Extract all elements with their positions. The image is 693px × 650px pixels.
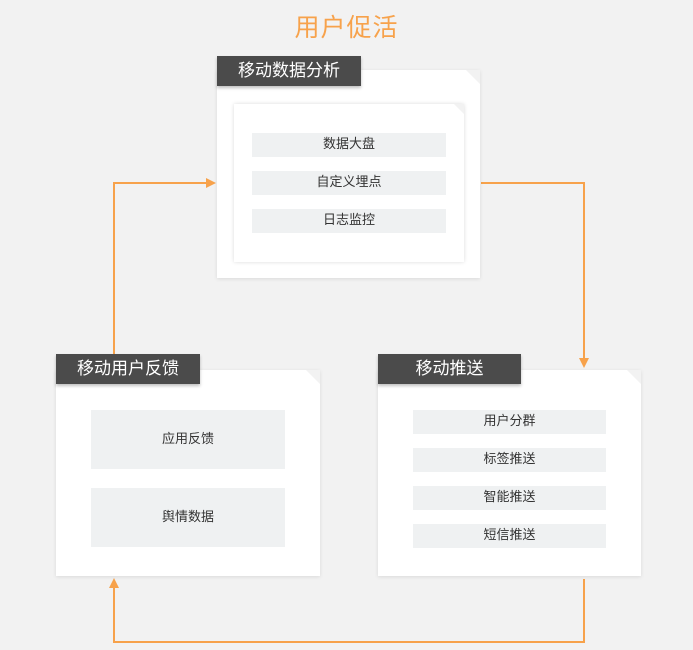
feedback-item-app-feedback[interactable]: 应用反馈 <box>91 410 285 469</box>
push-card: 用户分群 标签推送 智能推送 短信推送 <box>378 370 641 576</box>
arrow-push-to-feedback <box>109 578 585 643</box>
card-corner-fold <box>466 70 480 84</box>
analysis-item-custom-tracking[interactable]: 自定义埋点 <box>252 171 446 195</box>
feedback-item-public-opinion[interactable]: 舆情数据 <box>91 488 285 547</box>
feedback-label: 移动用户反馈 <box>56 354 200 384</box>
push-item-smart-push[interactable]: 智能推送 <box>413 486 606 510</box>
analysis-label: 移动数据分析 <box>217 56 361 86</box>
push-label: 移动推送 <box>378 354 521 384</box>
card-corner-fold <box>454 104 464 114</box>
analysis-inner-card: 数据大盘 自定义埋点 日志监控 <box>234 104 464 262</box>
analysis-item-dashboard[interactable]: 数据大盘 <box>252 133 446 157</box>
card-corner-fold <box>627 370 641 384</box>
analysis-item-log-monitor[interactable]: 日志监控 <box>252 209 446 233</box>
diagram-title: 用户促活 <box>294 13 399 42</box>
push-item-user-segments[interactable]: 用户分群 <box>413 410 606 434</box>
feedback-card: 应用反馈 舆情数据 <box>56 370 320 576</box>
arrow-feedback-to-analysis <box>113 178 216 356</box>
analysis-card: 数据大盘 自定义埋点 日志监控 <box>217 70 480 278</box>
push-item-sms-push[interactable]: 短信推送 <box>413 524 606 548</box>
arrow-analysis-to-push <box>481 182 589 368</box>
push-item-tag-push[interactable]: 标签推送 <box>413 448 606 472</box>
card-corner-fold <box>306 370 320 384</box>
